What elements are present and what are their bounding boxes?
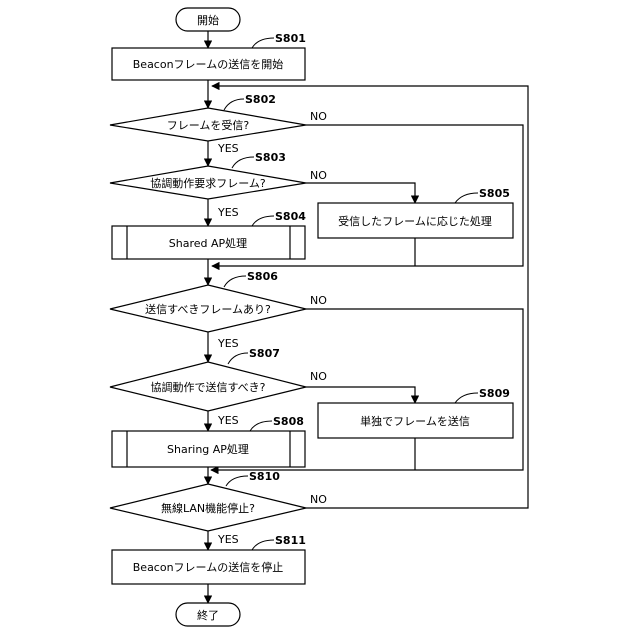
arrow-s803-no <box>306 183 415 203</box>
arrow-s807-no <box>306 387 415 403</box>
s806-id: S806 <box>247 270 278 283</box>
s803-yes-label: YES <box>217 206 239 219</box>
s802-label: フレームを受信? <box>167 119 250 132</box>
s807-no-label: NO <box>310 370 327 383</box>
s809-id: S809 <box>479 387 510 400</box>
s803-no-label: NO <box>310 169 327 182</box>
s803-id: S803 <box>255 151 286 164</box>
s805-leader <box>455 193 478 203</box>
s801-label: Beaconフレームの送信を開始 <box>133 57 283 71</box>
s802-no-label: NO <box>310 110 327 123</box>
s804-leader <box>252 216 274 226</box>
s807-yes-label: YES <box>217 414 239 427</box>
s809-leader <box>455 393 478 403</box>
decision-s803: 協調動作要求フレーム? S803 NO YES <box>110 151 327 219</box>
s804-label: Shared AP処理 <box>169 237 247 250</box>
s807-id: S807 <box>249 347 280 360</box>
s806-no-label: NO <box>310 294 327 307</box>
s811-leader <box>252 540 274 550</box>
s808-id: S808 <box>273 415 304 428</box>
s803-leader <box>232 157 254 168</box>
s805-label: 受信したフレームに応じた処理 <box>338 214 492 228</box>
s805-id: S805 <box>479 187 510 200</box>
s811-label: Beaconフレームの送信を停止 <box>133 560 283 574</box>
process-s811: Beaconフレームの送信を停止 S811 <box>112 534 306 584</box>
end-terminal: 終了 <box>176 603 240 626</box>
s803-label: 協調動作要求フレーム? <box>150 176 266 190</box>
decision-s802: フレームを受信? S802 NO YES <box>110 93 327 155</box>
s810-leader <box>226 476 248 486</box>
s806-leader <box>224 276 246 287</box>
s807-leader <box>228 353 248 364</box>
s802-yes-label: YES <box>217 142 239 155</box>
s808-leader <box>250 421 272 431</box>
predefined-process-s804: Shared AP処理 S804 <box>112 210 306 259</box>
s806-label: 送信すべきフレームあり? <box>145 302 271 316</box>
s801-id: S801 <box>275 32 306 45</box>
s808-label: Sharing AP処理 <box>167 443 249 456</box>
s811-id: S811 <box>275 534 306 547</box>
start-terminal: 開始 <box>176 8 240 31</box>
s810-id: S810 <box>249 470 280 483</box>
process-s801: Beaconフレームの送信を開始 S801 <box>112 32 306 80</box>
start-label: 開始 <box>197 13 219 27</box>
s809-label: 単独でフレームを送信 <box>360 414 470 428</box>
decision-s806: 送信すべきフレームあり? S806 NO YES <box>110 270 327 350</box>
s810-no-label: NO <box>310 493 327 506</box>
s804-id: S804 <box>275 210 306 223</box>
end-label: 終了 <box>197 608 219 622</box>
s802-id: S802 <box>245 93 276 106</box>
s810-label: 無線LAN機能停止? <box>161 501 255 515</box>
s801-leader <box>252 38 274 48</box>
s810-yes-label: YES <box>217 533 239 546</box>
s807-label: 協調動作で送信すべき? <box>150 380 265 394</box>
s802-leader <box>224 99 244 110</box>
s806-yes-label: YES <box>217 337 239 350</box>
